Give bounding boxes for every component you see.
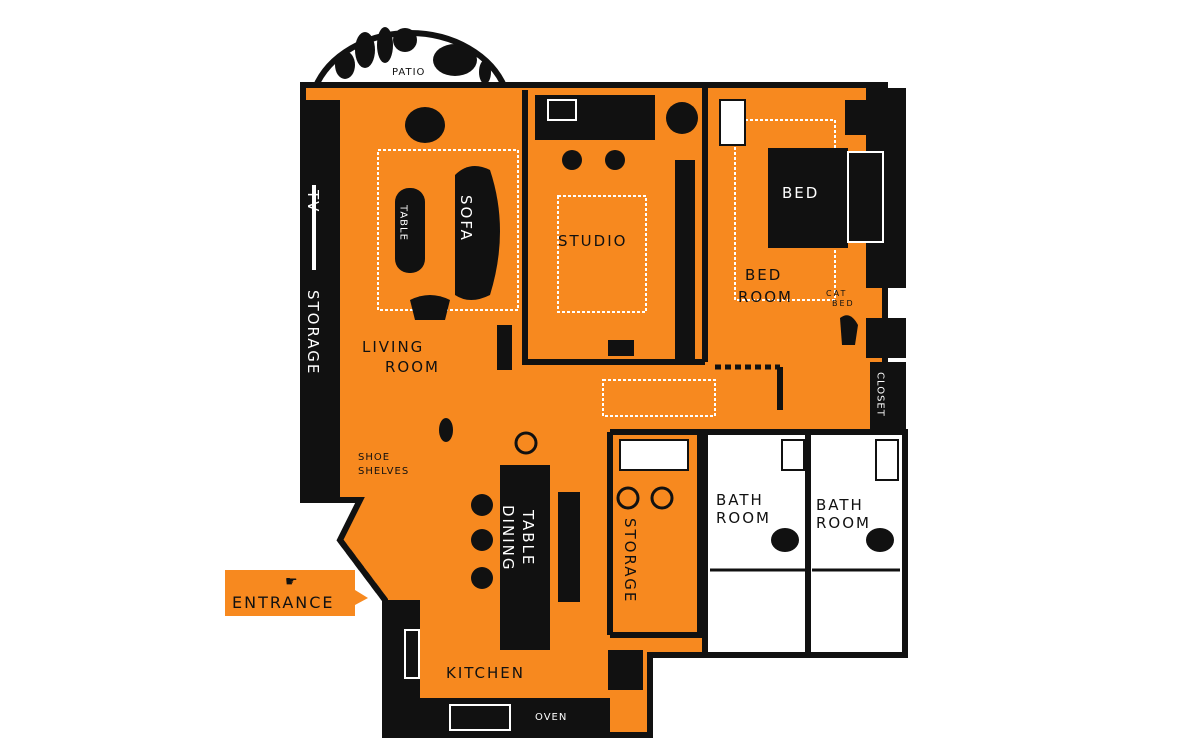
bathroom-1-label-1: BATH — [716, 491, 764, 509]
cat-icon — [439, 418, 453, 442]
toilet — [771, 528, 799, 552]
desk — [535, 95, 655, 140]
bicycle-icon — [616, 486, 640, 510]
sink — [449, 704, 511, 731]
washer — [608, 650, 643, 690]
storage-shelf — [619, 439, 689, 471]
patio-chair — [405, 107, 445, 143]
bedroom-label-1: BED — [745, 266, 782, 284]
sink — [875, 439, 899, 481]
kitchen-counter-bottom — [420, 698, 610, 735]
studio-label: STUDIO — [558, 232, 627, 250]
lamp-icon — [514, 431, 538, 455]
living-room-label-1: LIVING — [362, 338, 424, 356]
kitchen-counter-left — [385, 600, 420, 735]
shoe-shelves-label-2: SHELVES — [358, 466, 409, 477]
living-room-label-2: ROOM — [385, 358, 440, 376]
studio-rug — [557, 195, 647, 313]
desk-chair — [562, 150, 582, 170]
table-label: TABLE — [398, 204, 409, 241]
patio-label: PATIO — [392, 67, 425, 78]
bed — [768, 148, 848, 248]
sofa — [455, 166, 500, 300]
bathroom-2-label-1: BATH — [816, 496, 864, 514]
closet-block — [870, 362, 906, 432]
bedroom-label-2: ROOM — [738, 288, 793, 306]
oven-label: OVEN — [535, 712, 567, 723]
bedroom-chair — [840, 315, 858, 345]
patio-plants — [335, 27, 491, 84]
storage-mid-label: STORAGE — [621, 518, 639, 603]
hallway-rug — [602, 379, 716, 417]
basket — [608, 340, 634, 356]
closet-label: CLOSET — [875, 372, 886, 417]
bathroom-1-label-2: ROOM — [716, 509, 771, 527]
kitchen-label: KITCHEN — [446, 664, 525, 682]
bunny-toy — [719, 99, 746, 146]
entrance-callout — [225, 570, 368, 616]
shoe-shelves-label-1: SHOE — [358, 452, 390, 463]
dining-table — [500, 465, 550, 650]
cat-tree — [497, 325, 512, 370]
monitor-icon — [547, 99, 577, 121]
pillows — [847, 151, 884, 243]
living-rug — [377, 149, 519, 311]
sink — [781, 439, 805, 471]
studio-shelf — [675, 160, 695, 360]
bed-label: BED — [782, 184, 819, 202]
sofa-label: SOFA — [457, 195, 475, 242]
cat-bed-label-2: BED — [832, 299, 855, 308]
bench — [558, 492, 580, 602]
walls — [337, 88, 783, 638]
coffee-table — [395, 188, 425, 273]
dining-label-1: DINING — [499, 505, 517, 571]
dining-label-2: TABLE — [519, 509, 537, 566]
storage-left-label: STORAGE — [304, 290, 322, 375]
storage-wall-block — [303, 100, 340, 500]
armchair — [410, 295, 450, 320]
stove — [404, 629, 420, 679]
plant-icon — [666, 102, 698, 134]
desk-chair — [605, 150, 625, 170]
pointing-hand-icon: ☛ — [285, 574, 298, 590]
entrance-label[interactable]: ENTRANCE — [232, 593, 335, 612]
toilet — [866, 528, 894, 552]
cat-bed-label-1: CAT — [826, 289, 847, 298]
tv-label: TV — [304, 189, 322, 213]
bathroom-2-label-2: ROOM — [816, 514, 871, 532]
nightstand — [845, 100, 875, 135]
